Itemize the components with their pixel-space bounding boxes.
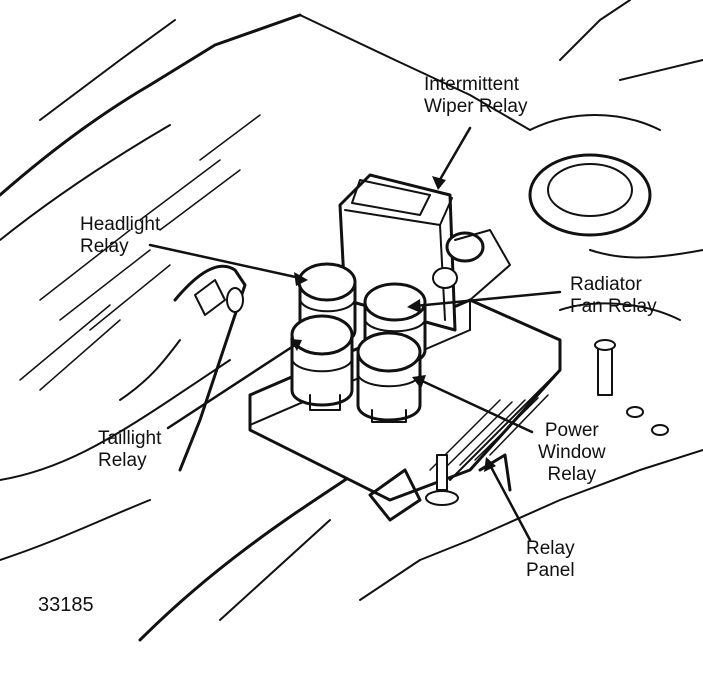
radiator-fan-relay-label-line2: Fan Relay	[570, 296, 657, 317]
relay-panel-label-line1: Relay	[526, 538, 575, 559]
power-window-relay-illustration	[356, 331, 422, 423]
intermittent-wiper-relay-label-line1: Intermittent	[424, 74, 520, 95]
leader-lines	[148, 126, 562, 542]
taillight-relay-illustration	[290, 314, 354, 411]
headlight-relay-label-line1: Headlight	[80, 214, 161, 235]
body-panel-lines	[0, 0, 703, 642]
power-window-relay-label-line2: Window	[538, 442, 606, 463]
power-window-relay-label-line1: Power	[544, 420, 599, 441]
taillight-relay-label-line2: Relay	[98, 450, 147, 471]
intermittent-wiper-relay-label: Intermittent Wiper Relay	[424, 74, 527, 118]
power-window-relay-label: Power Window Relay	[538, 420, 606, 486]
radiator-fan-relay-label-line1: Radiator	[570, 274, 642, 295]
taillight-relay-label: Taillight Relay	[98, 428, 161, 472]
right-side-components	[528, 153, 681, 436]
intermittent-wiper-relay-label-line2: Wiper Relay	[424, 96, 528, 117]
relay-panel-label: Relay Panel	[526, 538, 575, 582]
relay-panel-label-line2: Panel	[526, 560, 575, 581]
radiator-fan-relay-label: Radiator Fan Relay	[570, 274, 657, 318]
taillight-relay-label-line1: Taillight	[98, 428, 162, 449]
figure-number: 33185	[38, 594, 94, 616]
headlight-relay-label-line2: Relay	[80, 236, 129, 257]
power-window-relay-label-line3: Relay	[547, 464, 597, 485]
hood-hinge-bracket	[119, 264, 247, 472]
headlight-relay-label: Headlight Relay	[80, 214, 160, 258]
